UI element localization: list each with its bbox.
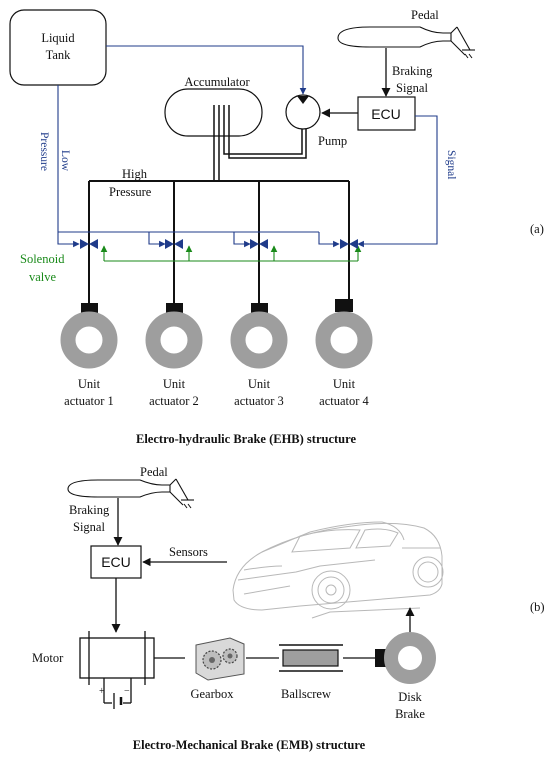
solenoid-valve-icon [250,239,268,249]
pump-triangle-icon [297,96,309,104]
disk-brake-icon [375,632,436,684]
gearbox-label: Gearbox [190,687,234,701]
pedal-icon [337,26,475,59]
tank-to-pump-line [106,45,307,95]
unit-actuator-2-line1: Unit [163,377,186,391]
ecu-label: ECU [371,106,401,122]
car-sketch-icon [232,521,444,619]
unit-actuator-4 [315,299,373,369]
unit-actuator-4-line2: actuator 4 [319,394,369,408]
pump-label: Pump [318,134,347,148]
ehb-diagram: Liquid Tank Pedal Braking Signal ECU Acc… [9,8,544,446]
battery-minus: − [124,686,130,697]
pedal-label: Pedal [411,8,439,22]
high-pressure-lines [88,180,350,303]
unit-actuator-1 [60,303,118,369]
low-pressure-label-low: Low [59,150,71,172]
motor-icon [79,631,185,709]
emb-pedal-label: Pedal [140,465,168,479]
unit-actuator-1-line2: actuator 1 [64,394,114,408]
ehb-caption: Electro-hydraulic Brake (EHB) structure [136,432,356,446]
high-pressure-label-1: High [122,167,148,181]
disk-brake-label-2: Brake [395,707,425,721]
solenoid-control-line [100,245,362,262]
signal-label: Signal [445,150,457,179]
solenoid-valve-label-1: Solenoid [20,252,65,266]
unit-actuator-3-line1: Unit [248,377,271,391]
unit-actuator-4-line1: Unit [333,377,356,391]
pump-circle [285,94,321,130]
solenoid-valve-icon [80,239,98,249]
emb-braking-signal-label-2: Signal [73,520,105,534]
liquid-tank-label-2: Tank [46,48,72,62]
braking-signal-label-1: Braking [392,64,433,78]
ballscrew-label: Ballscrew [281,687,331,701]
accumulator-label: Accumulator [184,75,250,89]
solenoid-valve-label-2: valve [29,270,57,284]
gearbox-icon [195,637,245,681]
unit-actuator-2 [145,303,203,369]
sensors-label: Sensors [169,545,208,559]
unit-actuator-1-line1: Unit [78,377,101,391]
emb-ecu-label: ECU [101,554,131,570]
low-pressure-branches [58,231,340,248]
solenoid-valve-icon [165,239,183,249]
ecu-box [357,96,416,131]
battery-plus: + [99,686,105,697]
emb-braking-signal-label-1: Braking [69,503,110,517]
low-pressure-label-pressure: Pressure [38,132,50,171]
ballscrew-icon [279,644,343,672]
accumulator-pipes [213,105,307,181]
disk-brake-label-1: Disk [398,690,422,704]
emb-caption: Electro-Mechanical Brake (EMB) structure [133,738,366,752]
unit-actuator-2-line2: actuator 2 [149,394,199,408]
signal-line [357,115,438,248]
motor-label: Motor [32,651,64,665]
liquid-tank-label-1: Liquid [41,31,75,45]
high-pressure-label-2: Pressure [109,185,152,199]
emb-ecu-box [90,545,142,579]
panel-label-b: (b) [530,600,545,614]
emb-pedal-icon [67,478,194,509]
solenoid-valve-icon [340,239,358,249]
braking-signal-label-2: Signal [396,81,428,95]
unit-actuator-3-line2: actuator 3 [234,394,284,408]
solenoid-valves [80,239,358,249]
unit-actuator-3 [230,303,288,369]
emb-diagram: Pedal Braking Signal ECU Sensors [32,465,545,752]
panel-label-a: (a) [530,222,544,236]
